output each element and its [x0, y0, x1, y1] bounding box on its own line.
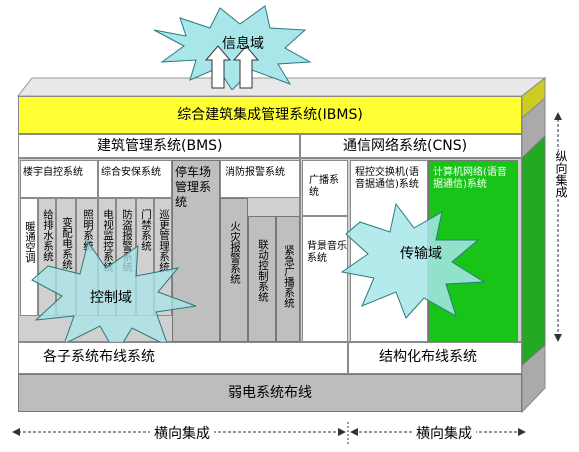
computer-label: 计算机网络(语音据通信)系统	[433, 167, 507, 190]
water-label: 给排水系统	[42, 209, 54, 262]
fire-alarm-label: 火灾报警系统	[229, 221, 241, 284]
patrol-label: 巡更管理系统	[158, 209, 170, 272]
horizontal-integration-left: 横向集成	[150, 426, 214, 442]
weak-cabling-label: 弱电系统布线	[228, 385, 312, 401]
control-domain-star	[31, 240, 197, 355]
building-auto-label: 楼宇自控系统	[23, 167, 83, 178]
vertical-integration-arrow	[554, 112, 562, 342]
weak-cabling-bar: 弱电系统布线	[18, 374, 522, 412]
parking-label: 停车场管理系统	[175, 165, 212, 209]
transport-domain-star	[340, 202, 486, 319]
security-label: 综合安保系统	[101, 167, 161, 178]
cns-header: 通信网络系统(CNS)	[300, 134, 522, 158]
hvac-col: 暖通空调	[20, 198, 38, 316]
security-box: 综合安保系统	[98, 160, 172, 198]
building-auto-box: 楼宇自控系统	[20, 160, 98, 198]
bms-header: 建筑管理系统(BMS)	[18, 134, 300, 158]
ibms-label: 综合建筑集成管理系统(IBMS)	[177, 107, 363, 123]
linkage-col: 联动控制系统	[248, 216, 276, 342]
generic-cabling-bar: 各子系统布线系统	[18, 342, 348, 374]
pbx-label: 程控交换机(语音据通信)系统	[355, 167, 419, 190]
info-domain-label: 信息域	[222, 36, 264, 52]
cns-title: 通信网络系统(CNS)	[343, 138, 468, 154]
horizontal-integration-right: 横向集成	[412, 426, 476, 442]
tv-label: 电视监控系统	[102, 209, 114, 272]
bms-title: 建筑管理系统(BMS)	[97, 138, 223, 154]
emergency-col: 紧急广播系统	[276, 216, 300, 342]
structured-cabling-label: 结构化布线系统	[379, 349, 477, 365]
bgm-label: 背景音乐系统	[307, 241, 347, 264]
info-domain-star	[153, 5, 312, 90]
generic-cabling-label: 各子系统布线系统	[43, 349, 155, 365]
broadcast-box: 广播系统	[302, 160, 348, 216]
control-domain-label: 控制域	[90, 290, 132, 306]
fire-alarm-col: 火灾报警系统	[220, 198, 248, 342]
power-label: 变配电系统	[61, 217, 73, 270]
linkage-label: 联动控制系统	[257, 239, 269, 302]
fire-box: 消防报警系统	[220, 160, 300, 198]
fire-label: 消防报警系统	[225, 167, 285, 178]
vertical-integration-label: 纵向集成	[554, 150, 568, 198]
structured-cabling-bar: 结构化布线系统	[348, 342, 522, 374]
hvac-label: 暖通空调	[24, 221, 36, 263]
broadcast-label: 广播系统	[309, 175, 339, 198]
bgm-box: 背景音乐系统	[302, 216, 348, 342]
parking-box: 停车场管理系统	[172, 160, 220, 342]
emergency-label: 紧急广播系统	[283, 245, 295, 308]
access-label: 门禁系统	[140, 209, 152, 251]
lighting-label: 照明系统	[82, 209, 94, 251]
ibms-bar: 综合建筑集成管理系统(IBMS)	[18, 96, 522, 134]
transport-domain-label: 传输域	[400, 246, 442, 262]
